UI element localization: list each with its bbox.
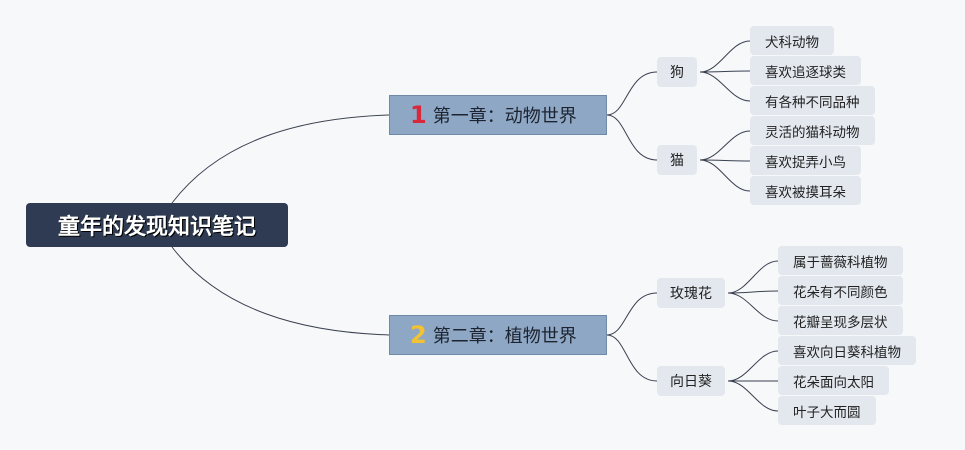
connector-rose-leaf-1 bbox=[727, 260, 779, 294]
leaf-label: 花朵面向太阳 bbox=[793, 374, 874, 391]
leaf-label: 犬科动物 bbox=[765, 34, 819, 51]
connector-dog-leaf-3 bbox=[699, 71, 751, 102]
chapter-2-topic[interactable]: 2 第二章：植物世界 bbox=[389, 315, 607, 355]
leaf-cat-2[interactable]: 喜欢捉弄小鸟 bbox=[750, 146, 861, 175]
subtopic-rose-label: 玫瑰花 bbox=[670, 286, 712, 302]
root-topic-label: 童年的发现知识笔记 bbox=[57, 215, 256, 240]
leaf-label: 灵活的猫科动物 bbox=[765, 124, 860, 141]
leaf-label: 喜欢向日葵科植物 bbox=[793, 344, 901, 361]
connector-cat-leaf-1 bbox=[699, 130, 751, 161]
connector-chapter-2-sunflower bbox=[606, 334, 658, 382]
leaf-dog-3[interactable]: 有各种不同品种 bbox=[750, 86, 875, 115]
connector-cat-leaf-2 bbox=[699, 159, 751, 162]
connector-chapter-1-dog bbox=[606, 71, 658, 116]
chapter-1-topic[interactable]: 1 第一章：动物世界 bbox=[389, 95, 607, 135]
connector-chapter-2-rose bbox=[606, 292, 658, 336]
connector-rose-leaf-3 bbox=[727, 292, 779, 322]
leaf-label: 花朵有不同颜色 bbox=[793, 284, 888, 301]
leaf-rose-1[interactable]: 属于蔷薇科植物 bbox=[778, 246, 903, 275]
subtopic-cat-label: 猫 bbox=[670, 153, 684, 169]
leaf-sunflower-1[interactable]: 喜欢向日葵科植物 bbox=[778, 336, 916, 365]
connector-cat-leaf-3 bbox=[699, 159, 751, 192]
connector-root-chapter-1 bbox=[171, 114, 390, 204]
leaf-dog-2[interactable]: 喜欢追逐球类 bbox=[750, 56, 861, 85]
leaf-label: 属于蔷薇科植物 bbox=[793, 254, 888, 271]
leaf-label: 喜欢被摸耳朵 bbox=[765, 184, 846, 201]
leaf-cat-1[interactable]: 灵活的猫科动物 bbox=[750, 116, 875, 145]
chapter-1-title: 第一章：动物世界 bbox=[432, 106, 577, 127]
leaf-label: 花瓣呈现多层状 bbox=[793, 314, 888, 331]
leaf-rose-3[interactable]: 花瓣呈现多层状 bbox=[778, 306, 903, 335]
leaf-label: 喜欢捉弄小鸟 bbox=[765, 154, 846, 171]
subtopic-cat[interactable]: 猫 bbox=[657, 145, 697, 175]
subtopic-dog[interactable]: 狗 bbox=[657, 57, 697, 87]
connector-root-chapter-2 bbox=[171, 246, 390, 336]
subtopic-dog-label: 狗 bbox=[670, 65, 684, 81]
leaf-sunflower-3[interactable]: 叶子大而圆 bbox=[778, 396, 876, 425]
connector-sunflower-leaf-1 bbox=[727, 350, 779, 382]
connector-dog-leaf-1 bbox=[699, 40, 751, 73]
connector-rose-leaf-2 bbox=[727, 290, 779, 294]
root-topic[interactable]: 童年的发现知识笔记 bbox=[26, 203, 288, 247]
subtopic-rose[interactable]: 玫瑰花 bbox=[657, 278, 725, 308]
connector-chapter-1-cat bbox=[606, 114, 658, 161]
leaf-label: 叶子大而圆 bbox=[793, 404, 861, 421]
leaf-sunflower-2[interactable]: 花朵面向太阳 bbox=[778, 366, 889, 395]
chapter-2-title: 第二章：植物世界 bbox=[432, 326, 577, 347]
leaf-cat-3[interactable]: 喜欢被摸耳朵 bbox=[750, 176, 861, 205]
subtopic-sunflower-label: 向日葵 bbox=[670, 374, 712, 390]
leaf-dog-1[interactable]: 犬科动物 bbox=[750, 26, 834, 55]
leaf-rose-2[interactable]: 花朵有不同颜色 bbox=[778, 276, 903, 305]
subtopic-sunflower[interactable]: 向日葵 bbox=[657, 366, 725, 396]
leaf-label: 有各种不同品种 bbox=[765, 94, 860, 111]
chapter-1-number: 1 bbox=[410, 101, 427, 129]
connector-sunflower-leaf-3 bbox=[727, 380, 779, 412]
chapter-2-number: 2 bbox=[410, 321, 427, 349]
leaf-label: 喜欢追逐球类 bbox=[765, 64, 846, 81]
connector-dog-leaf-2 bbox=[699, 70, 751, 73]
